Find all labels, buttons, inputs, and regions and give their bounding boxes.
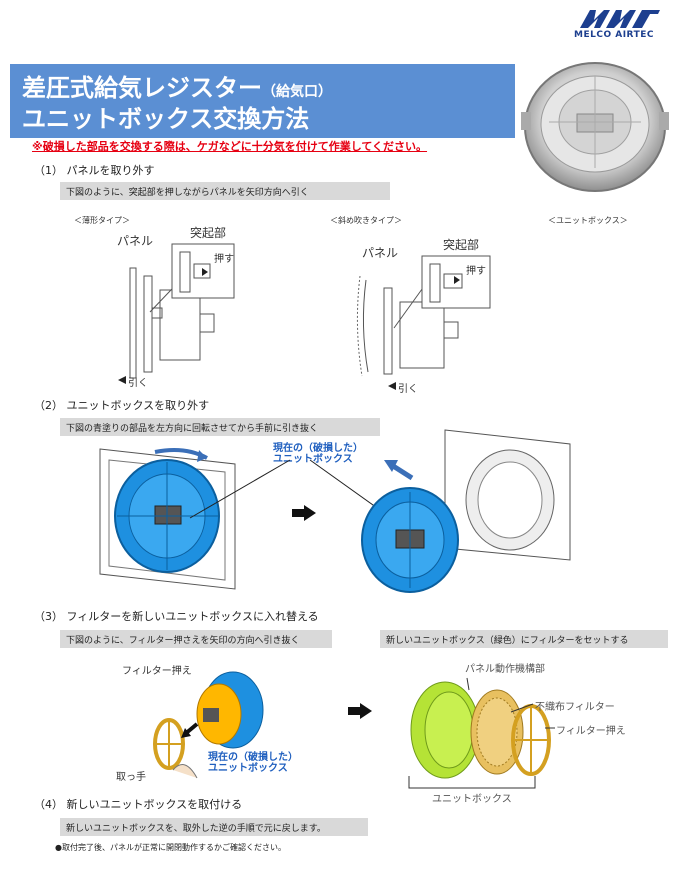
push-label: 押す (214, 254, 234, 265)
step1-note: 下図のように、突起部を押しながらパネルを矢印方向へ引く (60, 182, 390, 200)
push-label-slant: 押す (466, 266, 486, 277)
filter-holder-label: フィルター押え (122, 666, 192, 677)
thin-type-label: ＜薄形タイプ＞ (74, 216, 130, 225)
new-green-unit-diagram (408, 677, 555, 789)
leader-lines (189, 459, 381, 519)
thin-type-diagram (129, 243, 235, 379)
pull-arrow-icon-slant (388, 382, 396, 390)
step4-heading: （4） 新しいユニットボックスを取付ける (34, 798, 243, 811)
unit-box-caption: ユニットボックス (432, 794, 512, 805)
step3-note-left: 下図のように、フィルター押さえを矢印の方向へ引き抜く (60, 630, 332, 648)
page-title: 差圧式給気レジスター（給気口） (22, 74, 332, 102)
melco-logo-icon (580, 10, 660, 28)
step2-note: 下図の青塗りの部品を左方向に回転させてから手前に引き抜く (60, 418, 380, 436)
step3-note-right: 新しいユニットボックス（緑色）にフィルターをセットする (380, 630, 668, 648)
step1-heading: （1） パネルを取り外す (34, 164, 155, 177)
page-title-sub: （給気口） (262, 84, 332, 100)
step2-heading: （2） ユニットボックスを取り外す (34, 399, 210, 412)
filter-holder-diagram (153, 671, 264, 779)
slant-type-diagram (356, 255, 491, 377)
page-subtitle: ユニットボックス交換方法 (22, 105, 310, 133)
panel-label-slant: パネル (362, 246, 399, 260)
pull-label: 引く (128, 378, 148, 389)
right-arrow-icon (292, 505, 316, 521)
panel-mechanism-label: パネル動作機構部 (465, 664, 545, 675)
step3-heading: （3） フィルターを新しいユニットボックスに入れ替える (34, 610, 319, 623)
removed-blue-unit-diagram (361, 429, 571, 593)
brand-name: MELCO AIRTEC (574, 30, 654, 40)
unit-box-photo (521, 62, 669, 192)
current-unit-label: 現在の（破損した）ユニットボックス (273, 443, 363, 465)
safety-warning: ※破損した部品を交換する際は、ケガなどに十分気を付けて作業してください。 (32, 140, 428, 153)
step4-note: 新しいユニットボックスを、取外した逆の手順で元に戻します。 (60, 818, 368, 836)
panel-label: パネル (117, 234, 154, 248)
slant-type-label: ＜斜め吹きタイプ＞ (330, 216, 402, 225)
protrusion-label-slant: 突起部 (443, 238, 480, 252)
handle-label: 取っ手 (116, 772, 146, 783)
pull-arrow-icon (118, 376, 126, 384)
nonwoven-filter-label: 不織布フィルター (535, 702, 615, 713)
right-arrow-icon-2 (348, 703, 372, 719)
current-unit-label-step3: 現在の（破損した）ユニットボックス (208, 752, 298, 774)
unit-box-label: ＜ユニットボックス＞ (548, 216, 628, 225)
confirm-note: ●取付完了後、パネルが正常に開閉動作するかご確認ください。 (55, 843, 286, 852)
protrusion-label: 突起部 (190, 226, 227, 240)
title-banner (10, 64, 515, 138)
panel-blue-unit-diagram (99, 448, 236, 590)
pull-label-slant: 引く (398, 384, 418, 395)
filter-holder-label-2: フィルター押え (556, 726, 626, 737)
